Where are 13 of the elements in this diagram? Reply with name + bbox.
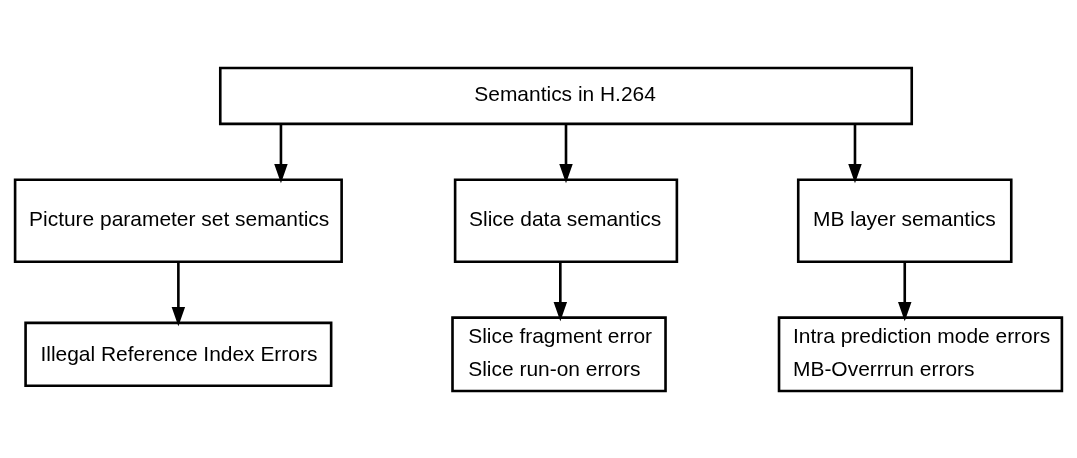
arrow <box>553 261 568 321</box>
arrow <box>848 123 862 183</box>
node-box: Slice fragment error Slice run-on errors <box>451 315 667 392</box>
node-box: MB layer semantics <box>796 177 1013 263</box>
node-box: Slice data semantics <box>453 177 679 263</box>
arrow <box>559 123 573 183</box>
arrow <box>898 261 912 321</box>
arrow <box>274 123 288 183</box>
node-box: Illegal Reference Index Errors <box>24 321 333 387</box>
node-box: Semantics in H.264 <box>218 66 914 125</box>
node-box: Intra prediction mode errors MB-Overrrun errors <box>777 315 1064 392</box>
node-box: Picture parameter set semantics <box>13 177 343 263</box>
arrow <box>171 261 186 326</box>
